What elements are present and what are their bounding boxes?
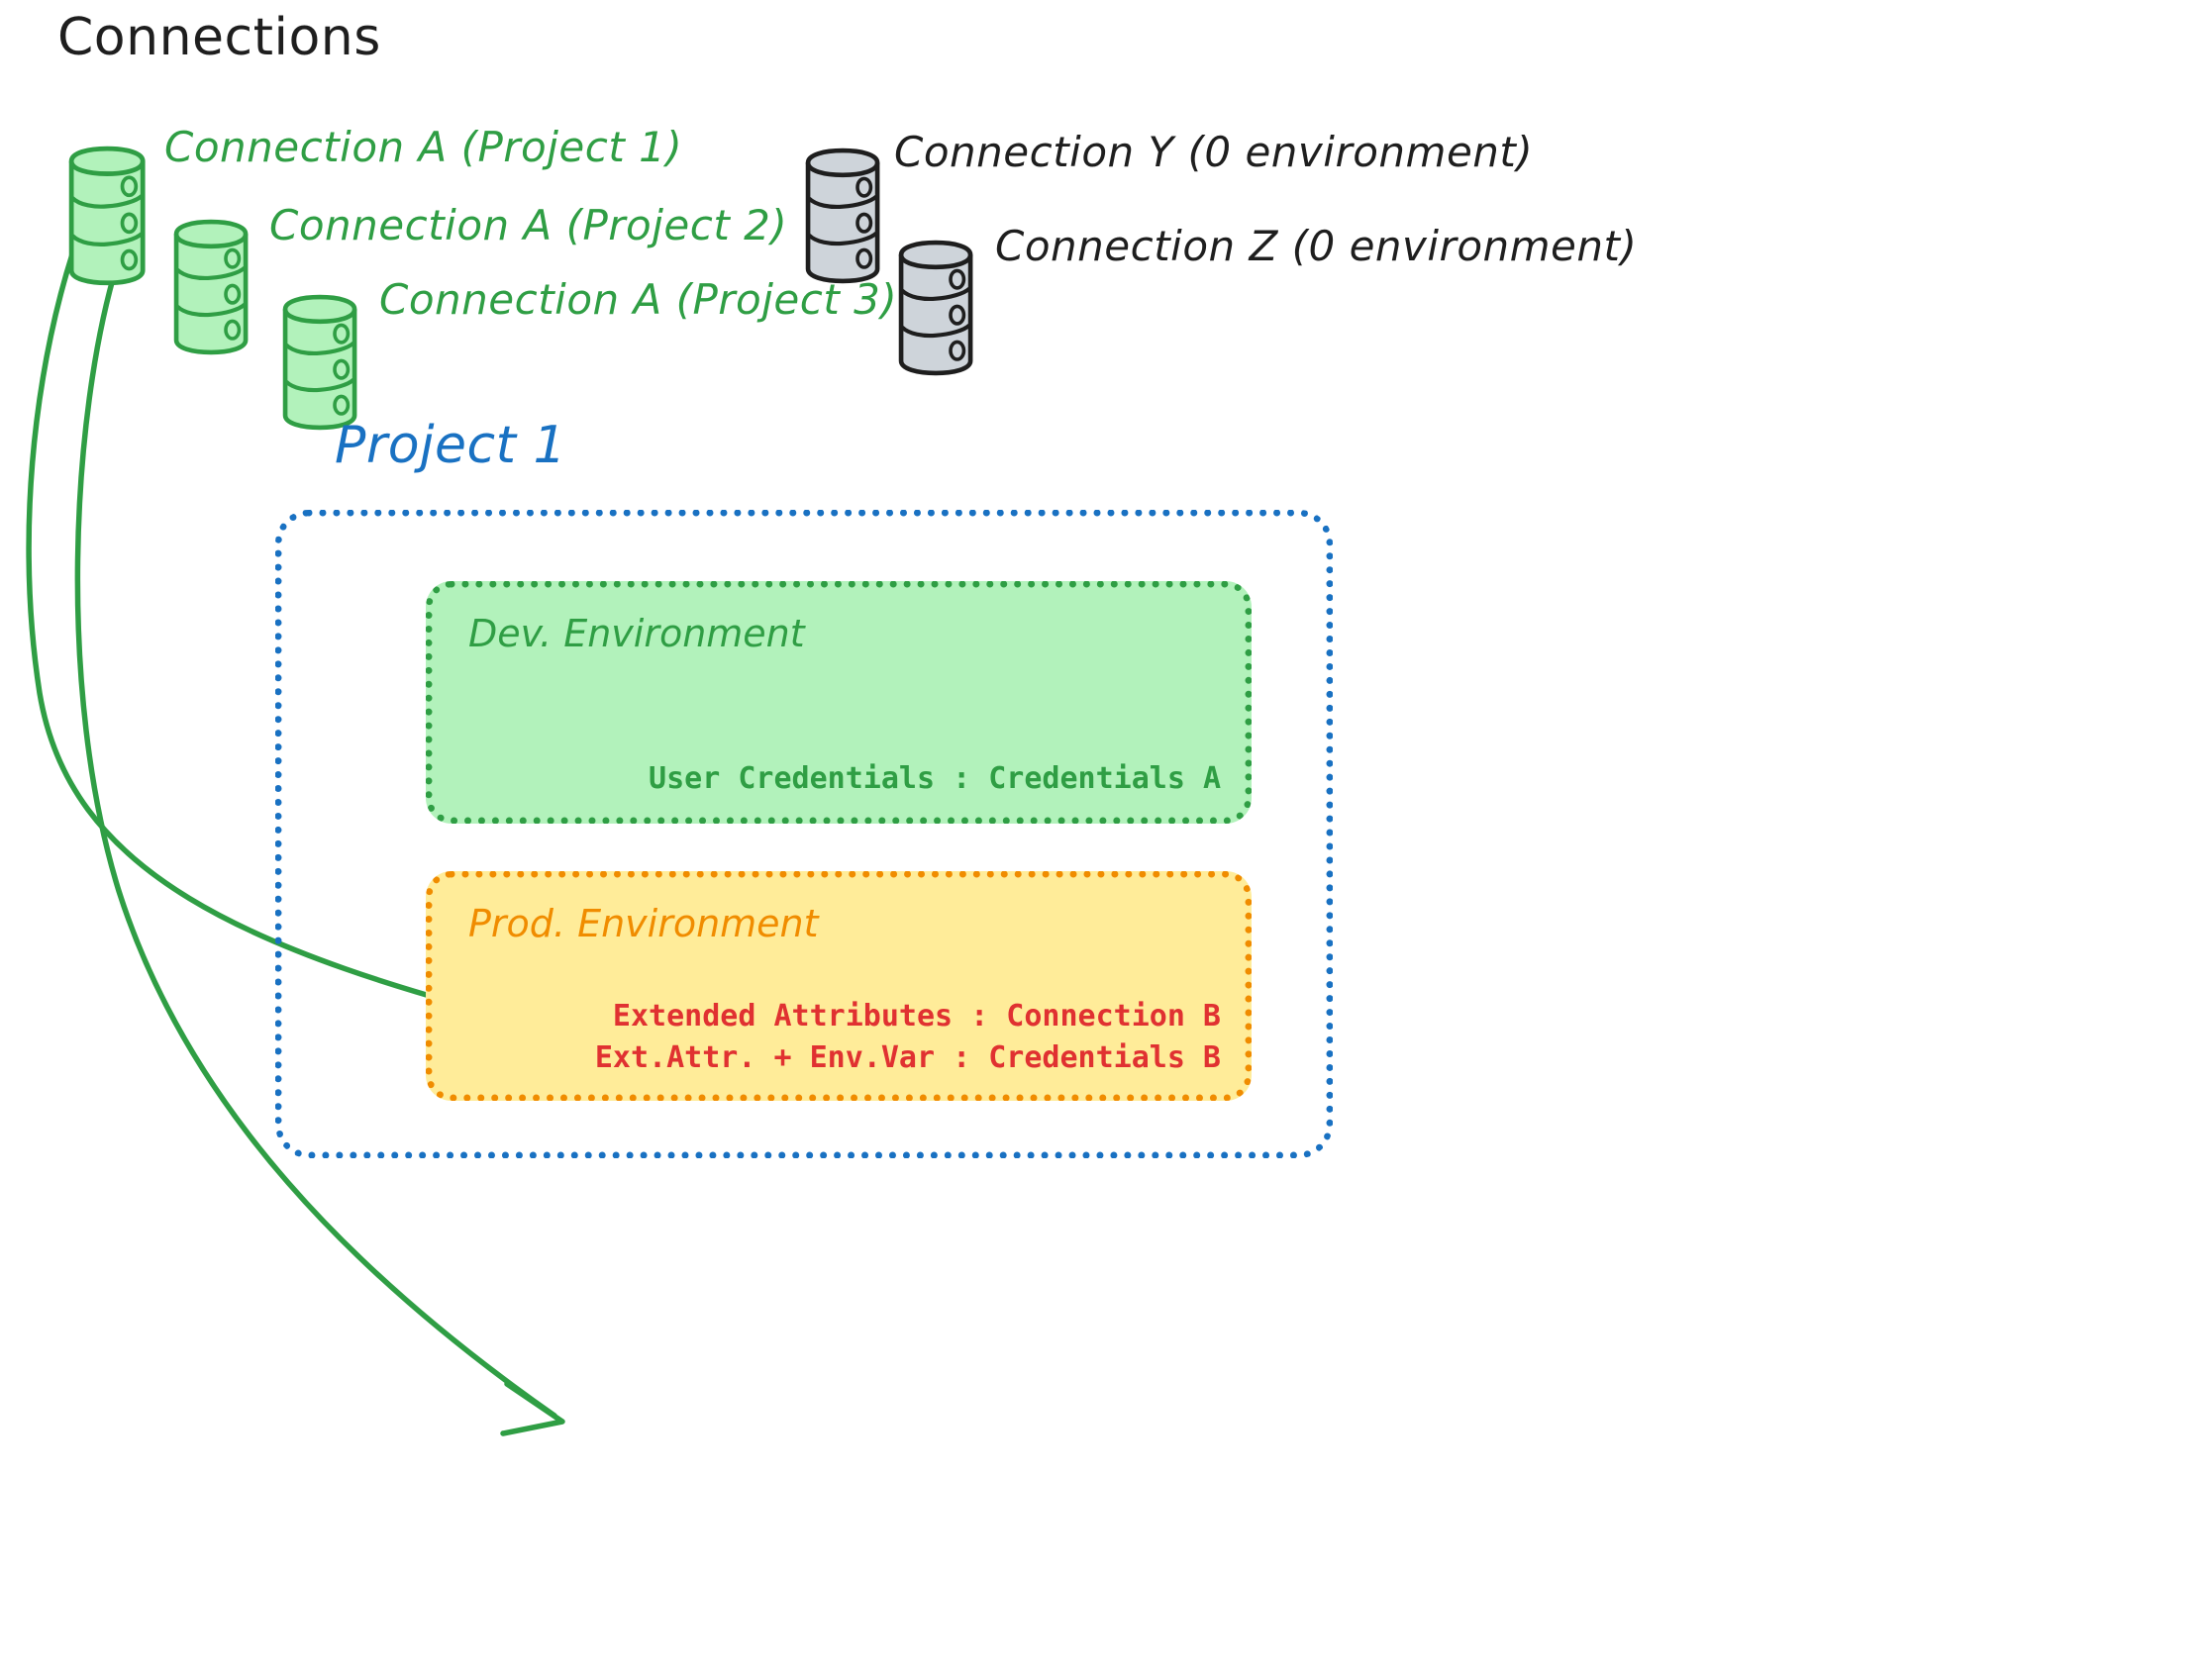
prod-environment-body: Extended Attributes : Connection B Ext.A… [594, 999, 1221, 1075]
prod-environment-title: Prod. Environment [468, 902, 819, 945]
prod-environment-box: Prod. Environment Extended Attributes : … [426, 871, 1252, 1101]
database-icon-connection-z [901, 243, 970, 373]
project-title: Project 1 [335, 416, 567, 475]
connection-label-z: Connection Z (0 environment) [995, 222, 1638, 270]
database-icon-connection-a-project-1 [71, 148, 143, 283]
database-icon-connection-y [808, 150, 877, 281]
project-container [275, 510, 1333, 1158]
page-title: Connections [57, 8, 381, 67]
dev-environment-box: Dev. Environment User Credentials : Cred… [426, 581, 1252, 824]
connection-label-a-project-1: Connection A (Project 1) [164, 123, 683, 171]
connection-label-a-project-3: Connection A (Project 3) [379, 275, 898, 324]
connection-label-y: Connection Y (0 environment) [894, 128, 1534, 176]
dev-environment-body: User Credentials : Credentials A [649, 760, 1221, 796]
connection-label-a-project-2: Connection A (Project 2) [269, 201, 788, 249]
arrow-connection-a-to-prod [74, 262, 565, 1436]
database-icon-connection-a-project-3 [285, 297, 354, 428]
dev-environment-title: Dev. Environment [468, 612, 805, 655]
database-icon-connection-a-project-2 [176, 222, 246, 352]
